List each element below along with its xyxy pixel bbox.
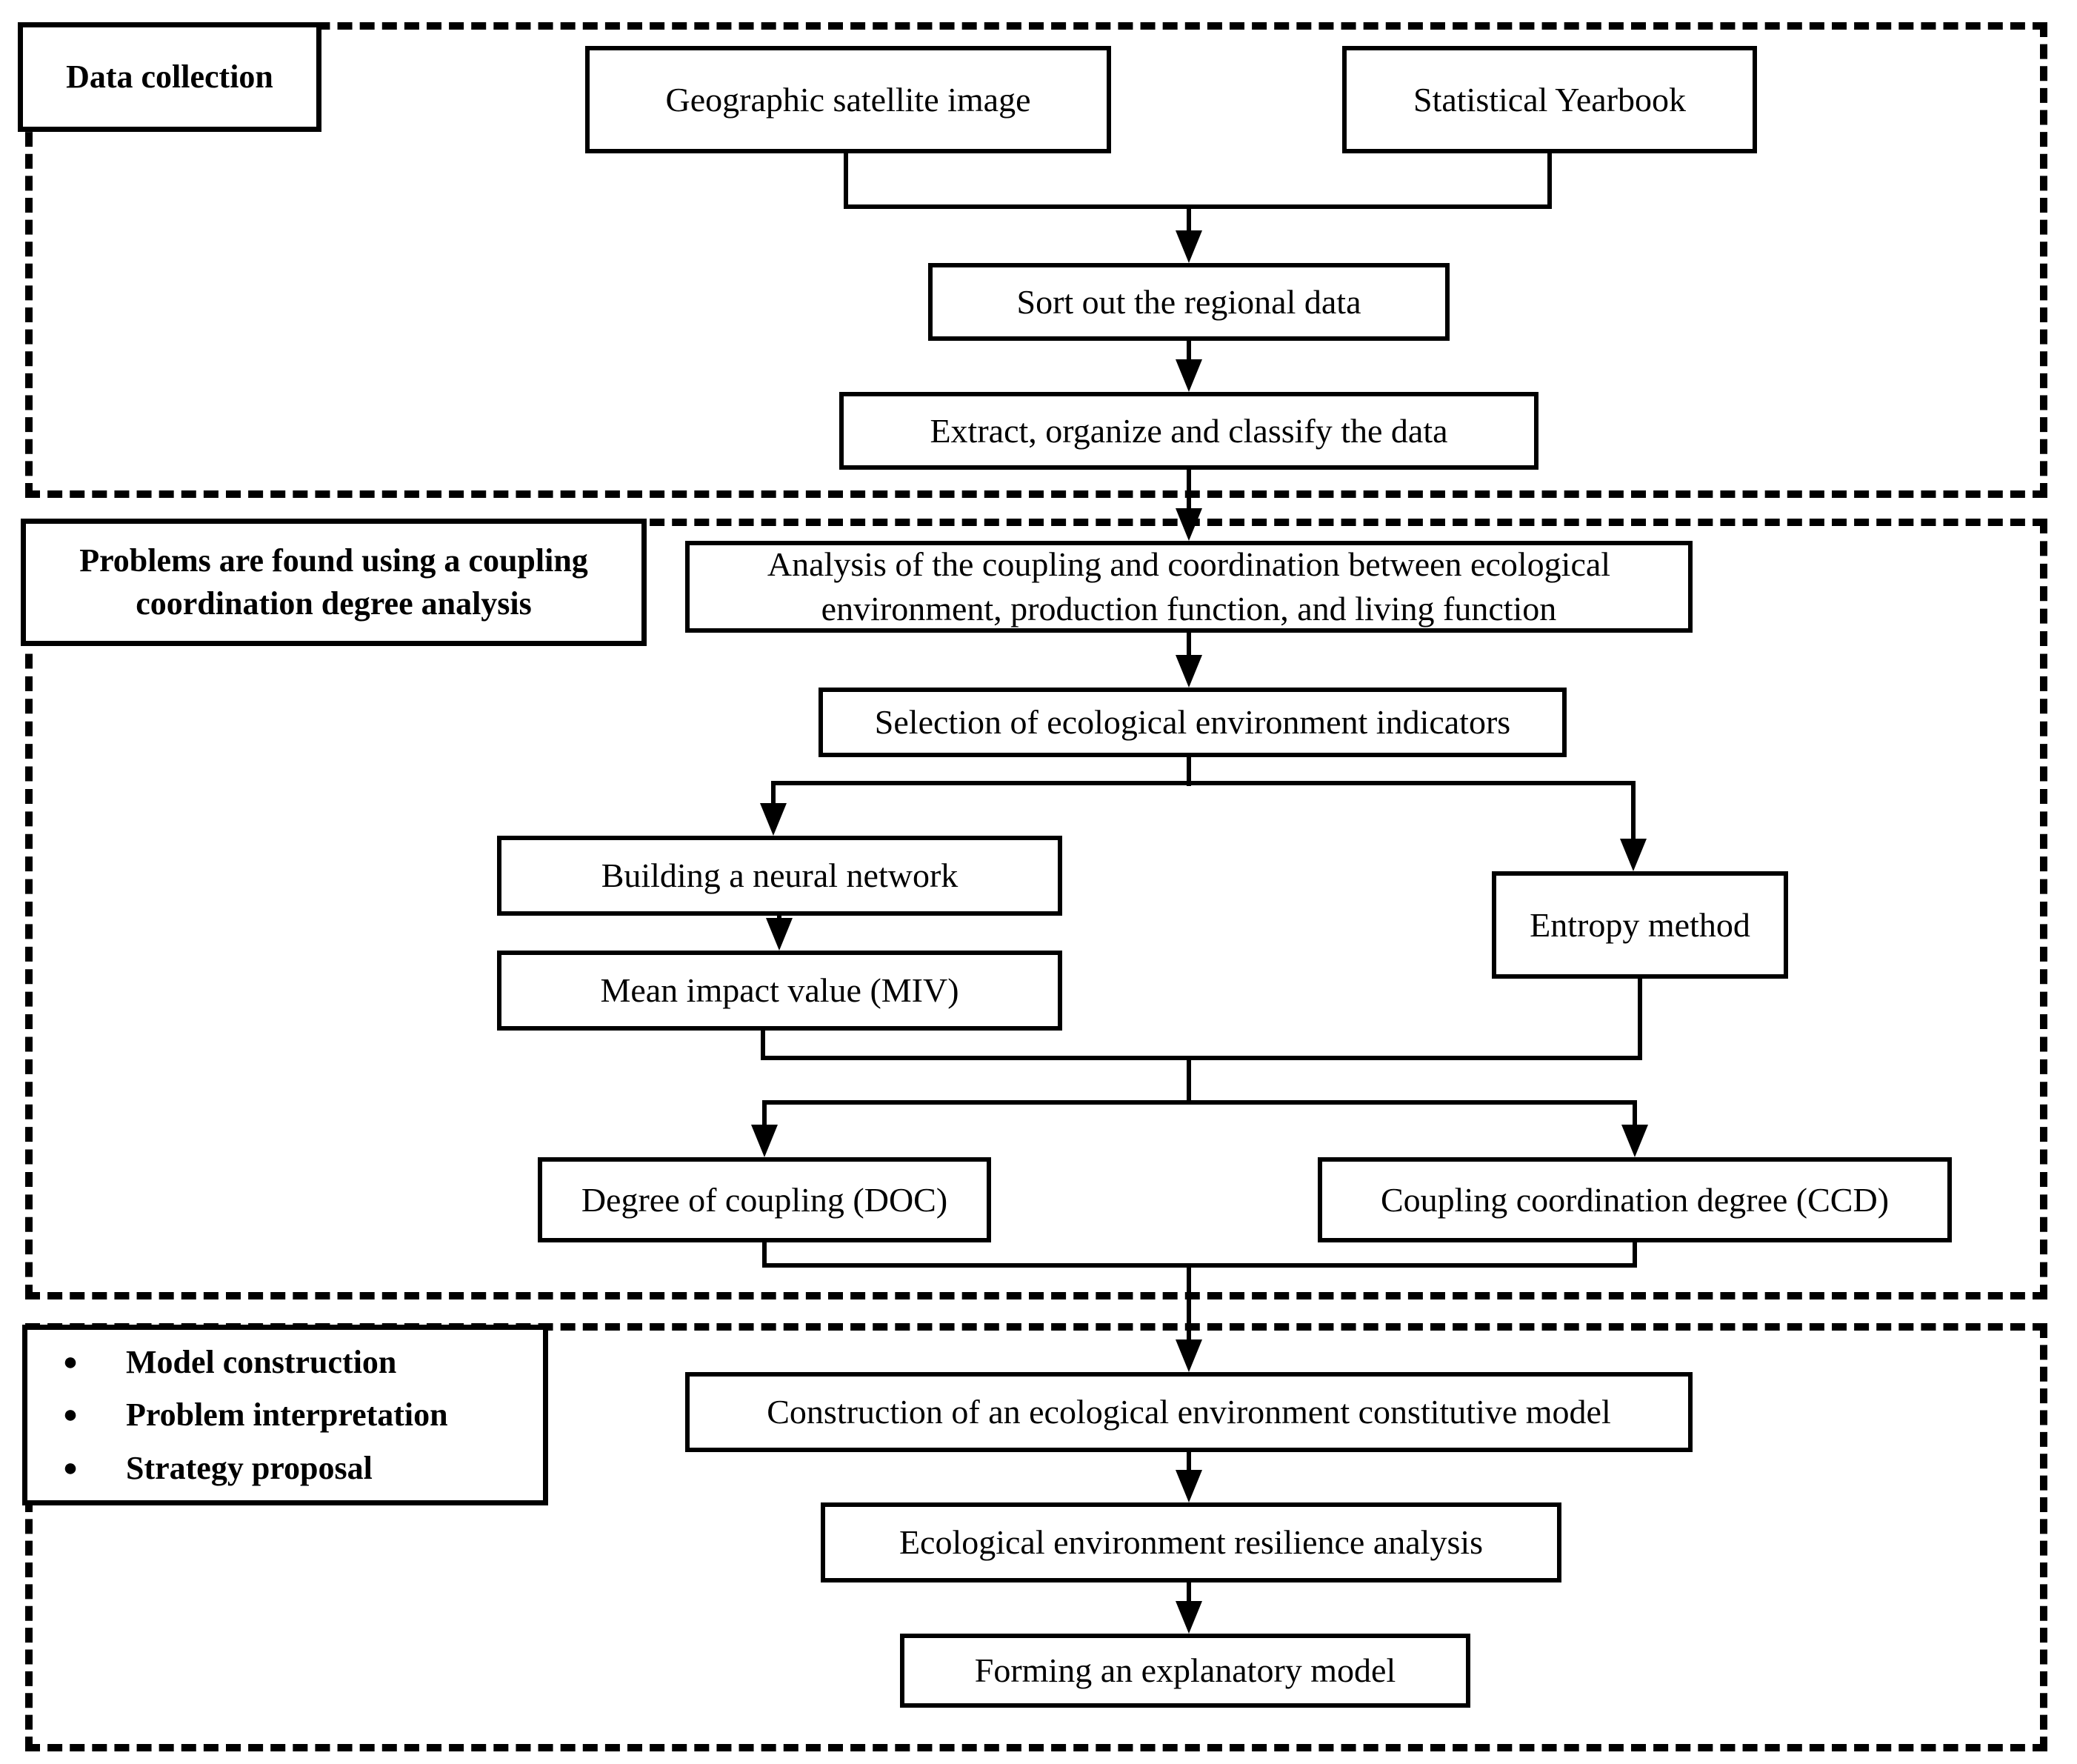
bullet-row: ● Model construction [27,1336,543,1388]
node-sort-regional-data: Sort out the regional data [928,263,1450,341]
node-extract-organize-classify: Extract, organize and classify the data [839,392,1538,470]
node-selection-indicators: Selection of ecological environment indi… [819,688,1567,757]
arrowhead-into-neural-network [760,803,787,836]
arrowhead-into-ccd [1621,1125,1648,1157]
connector-miv-stub [761,1029,765,1059]
bullet-row: ● Problem interpretation [27,1388,543,1441]
connector-ccd-stub [1633,1241,1637,1268]
node-entropy-method: Entropy method [1492,871,1788,979]
bullet-text: Problem interpretation [126,1397,448,1434]
bullet-text: Model construction [126,1344,397,1381]
section-label-model-construction: ● Model construction ● Problem interpret… [22,1325,548,1505]
node-resilience-analysis: Ecological environment resilience analys… [821,1502,1561,1582]
node-building-neural-network: Building a neural network [497,836,1062,916]
section-label-text: Data collection [66,58,273,95]
arrowhead-into-resilience [1176,1470,1202,1502]
connector-degrees-merge-line [762,1263,1637,1268]
connector-yearbook-stub [1547,151,1552,209]
arrowhead-into-analysis [1176,508,1202,541]
node-construction-constitutive-model: Construction of an ecological environmen… [685,1372,1693,1452]
connector-to-entropy-line [1631,781,1636,842]
connector-entropy-stub [1638,977,1642,1059]
arrowhead-into-doc [751,1125,778,1157]
arrowhead-into-forming [1176,1601,1202,1634]
section-label-text-line2: coordination degree analysis [136,585,532,622]
connector-analysis-to-selection-line [1187,630,1191,657]
section-frame-coupling-analysis [25,519,2047,1299]
bullet-text: Strategy proposal [126,1449,373,1486]
node-mean-impact-value: Mean impact value (MIV) [497,951,1062,1031]
arrowhead-into-extract [1176,359,1202,392]
section-label-data-collection: Data collection [18,22,321,132]
section-label-text-line1: Problems are found using a coupling [79,542,588,579]
connector-doc-stub [762,1241,767,1268]
bullet-row: ● Strategy proposal [27,1442,543,1494]
connector-split-line-methods [771,781,1636,785]
connector-merge-center-stub [1187,1056,1191,1105]
node-coupling-coordination-analysis: Analysis of the coupling and coordinatio… [685,541,1693,633]
arrowhead-into-sort [1176,230,1202,263]
connector-sources-merge-line [844,204,1552,209]
connector-split-line-degrees [762,1100,1637,1105]
connector-sort-to-extract-line [1187,339,1191,362]
node-geographic-satellite-image: Geographic satellite image [585,46,1111,153]
connector-construction-to-resilience-line [1187,1450,1191,1472]
connector-methods-merge-line [761,1056,1642,1060]
connector-selection-stub [1187,755,1191,786]
connector-neural-to-miv-line [777,913,781,921]
arrowhead-into-construction [1176,1339,1202,1372]
node-forming-explanatory-model: Forming an explanatory model [900,1634,1470,1708]
connector-to-sort-line [1187,204,1191,234]
bullet-icon: ● [62,1401,79,1429]
arrowhead-into-miv [766,918,793,951]
connector-gsi-stub [844,151,848,209]
bullet-icon: ● [62,1454,79,1482]
connector-to-neural-line [771,781,776,806]
connector-to-doc-line [762,1100,767,1127]
connector-resilience-to-forming-line [1187,1580,1191,1604]
node-coupling-coordination-degree: Coupling coordination degree (CCD) [1318,1157,1952,1242]
arrowhead-into-selection [1176,655,1202,688]
section-frame-data-collection [25,22,2047,498]
connector-to-ccd-line [1633,1100,1637,1127]
node-statistical-yearbook: Statistical Yearbook [1342,46,1757,153]
node-degree-of-coupling: Degree of coupling (DOC) [538,1157,991,1242]
arrowhead-into-entropy [1620,839,1647,871]
section-frame-model-construction [25,1323,2047,1751]
section-label-coupling-analysis: Problems are found using a coupling coor… [21,519,647,646]
connector-to-construction-line [1187,1263,1191,1342]
connector-extract-to-analysis-line [1187,467,1191,512]
bullet-icon: ● [62,1348,79,1377]
